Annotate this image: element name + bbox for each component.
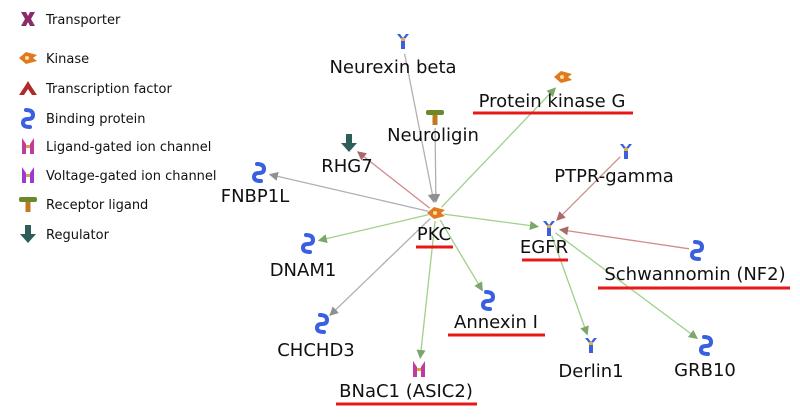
voltage-gated-ion-channel-icon <box>22 167 34 183</box>
edge-pkc-to-fnbp1l <box>268 171 429 212</box>
node-label: PKC <box>417 224 451 245</box>
transporter-icon <box>21 12 35 26</box>
node-label: CHCHD3 <box>277 340 355 361</box>
node-label: Neurexin beta <box>329 57 456 78</box>
node-egfr[interactable]: EGFR <box>520 221 568 262</box>
binding-protein-icon <box>689 240 705 261</box>
receptor-icon <box>397 34 409 49</box>
edge-neurexin-beta-to-pkc <box>403 53 437 204</box>
legend-label: Receptor ligand <box>46 198 148 213</box>
node-label: EGFR <box>520 237 568 258</box>
node-fnbp1l[interactable]: FNBP1L <box>221 162 290 207</box>
node-neuroligin[interactable]: Neuroligin <box>387 110 479 146</box>
edge-egfr-to-derlin1 <box>551 235 589 336</box>
edge-pkc-to-rhg7 <box>356 151 431 209</box>
receptor-icon <box>620 144 632 159</box>
ligand-gated-ion-channel-icon <box>413 361 425 377</box>
legend-item-transporter: Transporter <box>21 12 121 28</box>
receptor-ligand-icon <box>19 197 37 212</box>
node-derlin1[interactable]: Derlin1 <box>558 338 624 382</box>
receptor-ligand-icon <box>426 110 444 125</box>
node-label: BNaC1 (ASIC2) <box>339 381 473 402</box>
node-bnac1[interactable]: BNaC1 (ASIC2) <box>336 361 477 406</box>
node-protein-kinase-g[interactable]: Protein kinase G <box>473 71 633 115</box>
edge-schwannomin-to-egfr <box>558 226 690 250</box>
legend-item-voltage-gated-ion-channel: Voltage-gated ion channel <box>22 167 217 184</box>
kinase-icon <box>427 207 445 219</box>
receptor-icon <box>585 338 597 353</box>
transcription-factor-icon <box>19 81 37 95</box>
edge-pkc-to-egfr <box>443 213 540 231</box>
nodes: Neurexin beta Protein kinase G Neuroligi… <box>221 34 790 406</box>
node-label: DNAM1 <box>270 260 337 281</box>
node-schwannomin[interactable]: Schwannomin (NF2) <box>598 240 790 290</box>
node-grb10[interactable]: GRB10 <box>674 335 736 381</box>
node-label: Schwannomin (NF2) <box>604 264 785 285</box>
legend-item-receptor-ligand: Receptor ligand <box>19 197 148 213</box>
kinase-icon <box>554 71 572 83</box>
node-label: Neuroligin <box>387 125 479 146</box>
node-label: Protein kinase G <box>479 91 626 112</box>
node-ptpr-gamma[interactable]: PTPR-gamma <box>554 144 674 187</box>
edge-ptpr-gamma-to-egfr <box>556 156 621 221</box>
edge-pkc-to-bnac1 <box>416 220 436 360</box>
node-label: GRB10 <box>674 360 736 381</box>
legend-label: Voltage-gated ion channel <box>46 169 217 184</box>
binding-protein-icon <box>480 290 496 311</box>
binding-protein-icon <box>698 335 714 356</box>
receptor-icon <box>543 221 555 236</box>
legend-label: Transporter <box>45 13 121 28</box>
legend-item-kinase: Kinase <box>19 52 89 67</box>
legend-label: Ligand-gated ion channel <box>46 140 211 155</box>
regulator-icon <box>20 225 36 243</box>
edge-pkc-to-protein-kinase-g <box>441 87 557 208</box>
node-dnam1[interactable]: DNAM1 <box>270 233 337 281</box>
edge-pkc-to-chchd3 <box>329 218 431 317</box>
node-neurexin-beta[interactable]: Neurexin beta <box>329 34 457 78</box>
legend: Transporter Kinase Transcription factor … <box>19 12 217 243</box>
legend-item-binding-protein: Binding protein <box>20 108 145 129</box>
kinase-icon <box>19 52 37 64</box>
binding-protein-icon <box>300 233 316 254</box>
legend-item-transcription-factor: Transcription factor <box>19 81 172 97</box>
edge-pkc-to-annexin-i <box>439 219 483 292</box>
regulator-icon <box>341 134 357 152</box>
node-rhg7[interactable]: RHG7 <box>321 134 373 177</box>
legend-label: Transcription factor <box>45 82 172 97</box>
binding-protein-icon <box>20 108 36 129</box>
node-annexin-i[interactable]: Annexin I <box>448 290 545 337</box>
node-label: Derlin1 <box>558 361 623 382</box>
node-pkc[interactable]: PKC <box>416 207 453 249</box>
legend-label: Binding protein <box>46 112 145 127</box>
binding-protein-icon <box>251 162 267 183</box>
node-chchd3[interactable]: CHCHD3 <box>277 313 355 361</box>
legend-item-regulator: Regulator <box>20 225 110 243</box>
binding-protein-icon <box>314 313 330 334</box>
edges <box>268 53 698 360</box>
legend-label: Regulator <box>46 228 110 243</box>
edge-neuroligin-to-pkc <box>431 127 441 203</box>
ligand-gated-ion-channel-icon <box>22 138 34 154</box>
legend-label: Kinase <box>46 52 89 67</box>
legend-item-ligand-gated-ion-channel: Ligand-gated ion channel <box>22 138 211 155</box>
node-label: Annexin I <box>454 312 538 333</box>
node-label: RHG7 <box>321 156 372 177</box>
edge-egfr-to-grb10 <box>555 232 698 339</box>
edge-pkc-to-dnam1 <box>317 214 429 244</box>
node-label: PTPR-gamma <box>554 166 674 187</box>
node-label: FNBP1L <box>221 186 290 207</box>
